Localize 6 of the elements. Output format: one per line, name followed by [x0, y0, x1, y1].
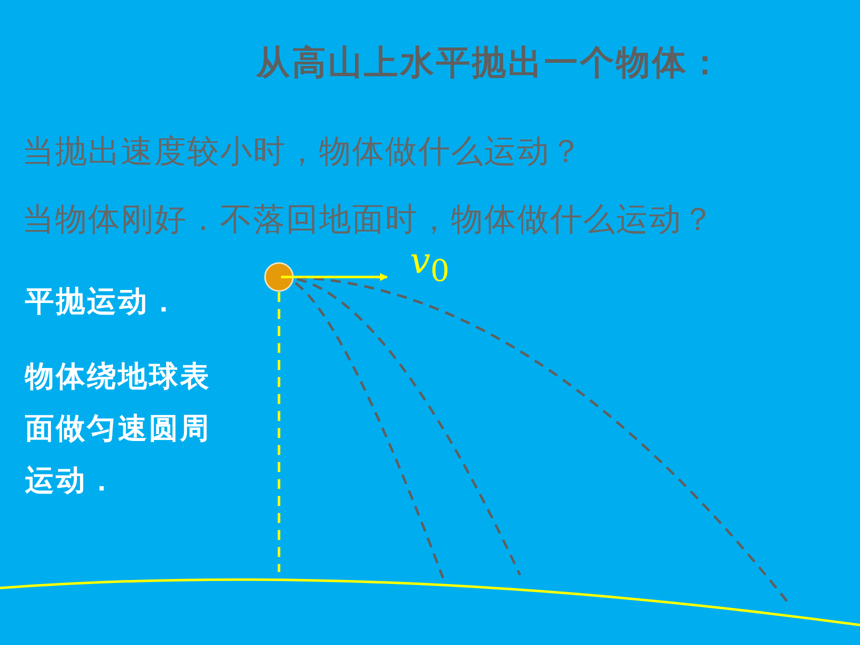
title: 从高山上水平抛出一个物体： — [256, 42, 724, 85]
question-text: 当抛出速度较小时，物体做什么运动？ — [22, 131, 583, 172]
answer-text: 物体绕地球表面做匀速圆周运动． — [25, 358, 212, 499]
answer-text: 平抛运动． — [25, 283, 180, 320]
question-text: 当物体刚好．不落回地面时，物体做什么运动？ — [22, 199, 715, 240]
velocity-label: v$_{0}$ — [410, 244, 450, 288]
